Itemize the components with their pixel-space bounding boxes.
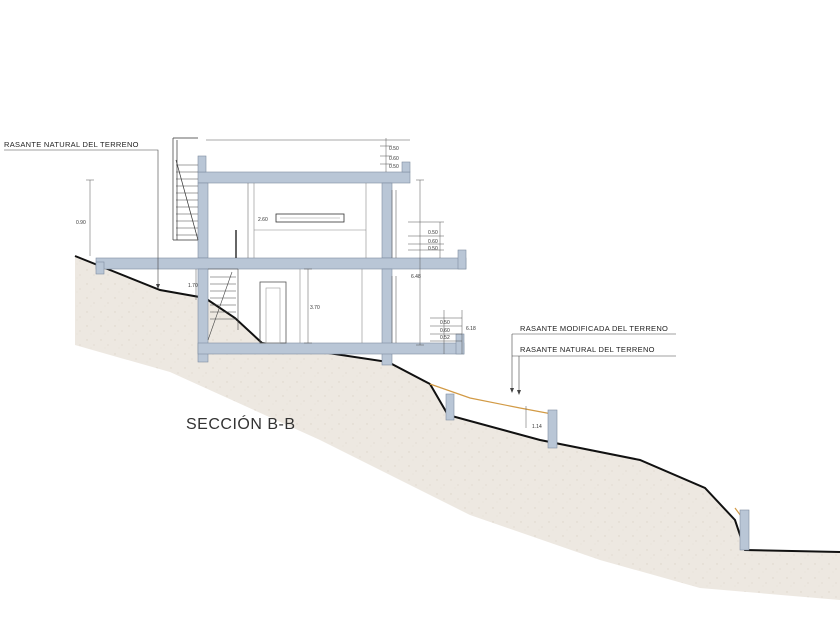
dim-stair-height: 1.70	[188, 283, 198, 289]
dimension-texts: 0.50 0.60 0.50 0.90 2.60 0.50 0.60 0.50 …	[76, 146, 542, 430]
dim-lower-small: 0.52	[440, 335, 450, 341]
dim-lower-rail: 0.50	[440, 320, 450, 326]
lower-slab	[197, 342, 465, 355]
upper-left-wall	[197, 182, 209, 259]
dim-retaining-wall: 1.14	[532, 424, 542, 430]
dim-top-slab: 0.60	[389, 156, 399, 162]
lower-left-wall	[197, 268, 209, 363]
dim-top-parapet: 0.50	[389, 146, 399, 152]
dim-balcony-small: 0.50	[428, 246, 438, 252]
dim-balcony-slab: 0.60	[428, 239, 438, 245]
label-modified-terrain: RASANTE MODIFICADA DEL TERRENO	[520, 324, 668, 333]
upper-window	[275, 213, 345, 223]
natural-terrain-line	[74, 255, 840, 553]
dim-balcony-rail: 0.50	[428, 230, 438, 236]
lower-stair	[207, 268, 239, 341]
intermediate-slab	[95, 257, 467, 270]
building-structure	[95, 155, 750, 551]
section-title: SECCIÓN B-B	[186, 414, 296, 433]
upper-interior	[235, 183, 367, 258]
ground-mass	[75, 256, 840, 600]
label-natural-terrain-right: RASANTE NATURAL DEL TERRENO	[520, 345, 655, 354]
facade-glazing	[391, 190, 397, 343]
balcony-upturn	[457, 249, 467, 270]
roof-parapet-left	[197, 155, 207, 173]
callout-leaders	[4, 149, 676, 390]
label-natural-terrain-left: RASANTE NATURAL DEL TERRENO	[4, 140, 139, 149]
dim-lower-slab: 0.60	[440, 328, 450, 334]
lower-interior	[259, 269, 363, 344]
upper-right-wall	[381, 182, 393, 259]
retaining-wall-low	[547, 409, 558, 449]
lower-door	[259, 281, 287, 344]
dim-top-slab-b: 0.50	[389, 164, 399, 170]
retaining-wall-middle	[445, 393, 455, 421]
dim-total-right: 6.48	[411, 274, 421, 280]
upper-stair	[172, 137, 199, 241]
lower-balcony-upturn	[455, 333, 465, 355]
modified-terrain-line	[429, 383, 553, 415]
roof-slab	[197, 171, 411, 184]
dim-left-height: 0.90	[76, 220, 86, 226]
terrace-edge-left	[95, 261, 105, 275]
dim-lower-total: 6.18	[466, 326, 476, 332]
retaining-wall-right	[739, 509, 750, 551]
callout-arrows	[156, 284, 521, 395]
dimension-lines	[86, 138, 527, 428]
roof-parapet-right	[401, 161, 411, 173]
dim-lower-room: 3.70	[310, 305, 320, 311]
dim-upper-room: 2.60	[258, 217, 268, 223]
